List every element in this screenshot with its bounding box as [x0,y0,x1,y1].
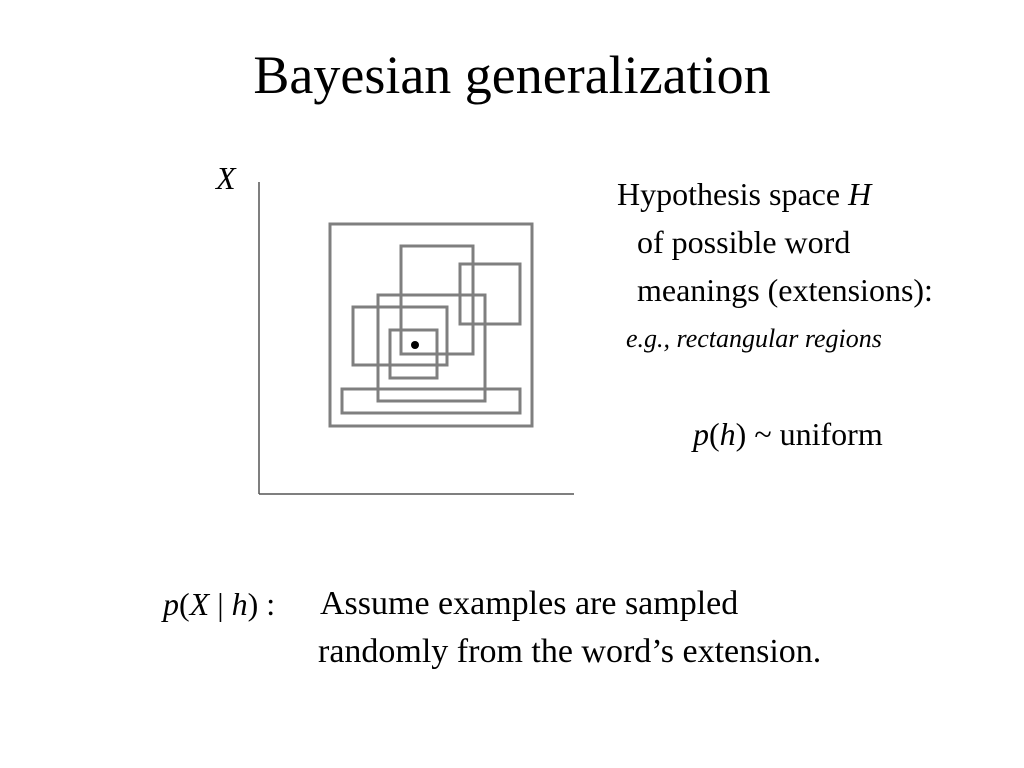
likelihood-open: ( [179,586,190,622]
prior-formula: p(h) ~ uniform [693,416,883,452]
prior-uniform: ~ uniform [746,416,883,452]
hypothesis-rect-small [388,328,439,380]
likelihood-x: X [189,586,210,622]
hypothesis-line-1-text: Hypothesis space [617,176,849,212]
hypothesis-rect-bottom [340,387,522,415]
slide-title: Bayesian generalization [253,45,771,105]
hypothesis-example: e.g., rectangular regions [626,324,882,353]
likelihood-p: p [163,586,179,622]
hypothesis-line-1: Hypothesis space H [617,176,871,212]
axis-label-x: X [216,160,236,196]
likelihood-bar: | [209,586,232,622]
hypothesis-line-2: of possible word [637,224,851,260]
likelihood-line-1: Assume examples are sampled [320,585,739,622]
likelihood-close: ) : [247,586,276,622]
example-point [411,341,419,349]
hypothesis-rect-middle [376,293,487,403]
hypothesis-symbol-h: H [848,176,872,212]
hypothesis-rect-outer [328,222,534,428]
prior-h: h [719,416,736,452]
prior-p: p [693,416,709,452]
likelihood-formula: p(X | h) : [163,586,275,622]
likelihood-h: h [231,586,248,622]
prior-close: ) [735,416,747,452]
hypothesis-rect-left [351,305,449,367]
likelihood-line-2: randomly from the word’s extension. [318,633,822,670]
hypothesis-line-3: meanings (extensions): [637,272,933,308]
prior-open: ( [709,416,720,452]
